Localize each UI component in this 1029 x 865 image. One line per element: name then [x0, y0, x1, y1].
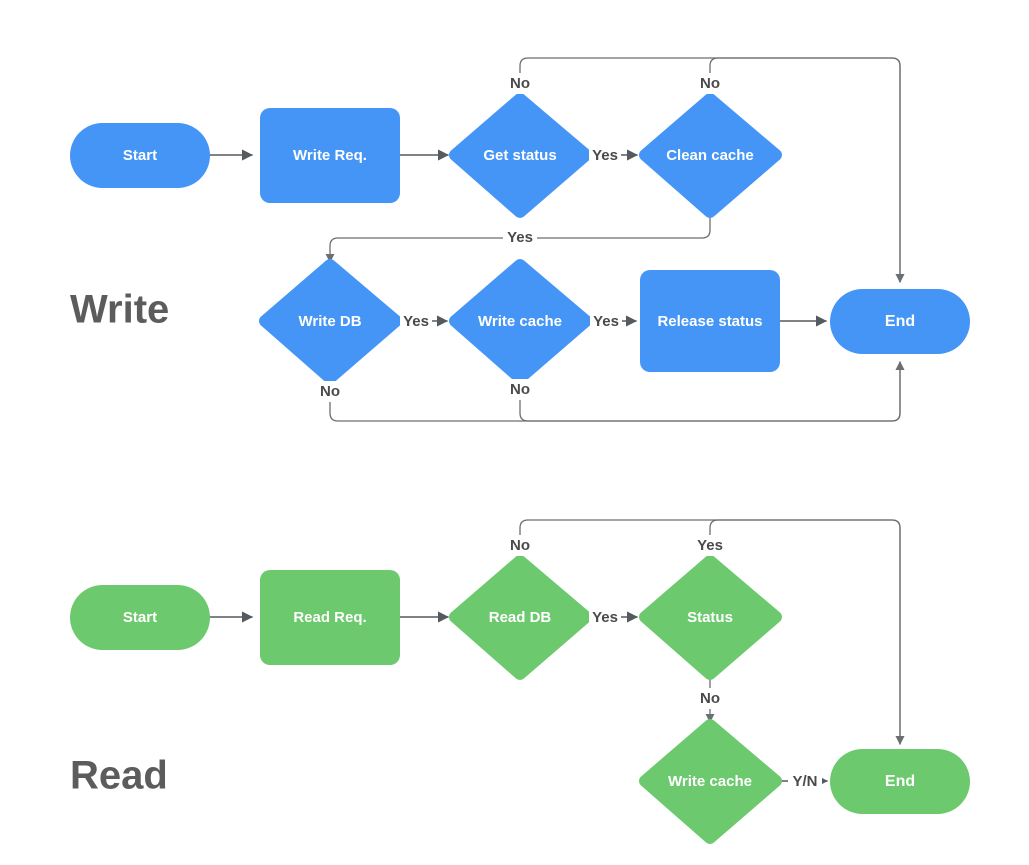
- node-read-db[interactable]: Read DB: [449, 555, 592, 680]
- node-write-db-label: Write DB: [298, 313, 361, 330]
- svg-text:No: No: [510, 75, 530, 92]
- svg-text:Y/N: Y/N: [792, 773, 817, 790]
- svg-text:Yes: Yes: [592, 609, 618, 626]
- edge-label-read-write-cache-yn: Y/N: [788, 771, 822, 792]
- node-write-start-label: Start: [123, 147, 157, 164]
- node-read-req[interactable]: Read Req.: [260, 570, 400, 665]
- edge-label-write-cache-no: No: [503, 379, 537, 400]
- edge-label-read-status-no: No: [693, 688, 727, 709]
- read-flow-group: Start Read Req. Read DB Status Write cac…: [70, 519, 970, 844]
- write-flow-group: Start Write Req. Get status Clean cache …: [70, 57, 970, 422]
- node-read-db-label: Read DB: [489, 609, 552, 626]
- node-write-end-label: End: [885, 313, 915, 330]
- edge-label-read-db-yes: Yes: [589, 607, 621, 628]
- edge-label-write-get-status-yes: Yes: [589, 145, 621, 166]
- read-section-title: Read: [70, 754, 168, 798]
- node-read-write-cache[interactable]: Write cache: [639, 719, 782, 844]
- node-read-start[interactable]: Start: [70, 585, 210, 650]
- edge-label-read-db-no: No: [502, 535, 538, 556]
- edge-write-clean-cache-no-to-end: [709, 57, 905, 283]
- node-write-get-status-label: Get status: [483, 147, 556, 164]
- svg-text:No: No: [320, 383, 340, 400]
- svg-text:Yes: Yes: [697, 537, 723, 554]
- edge-label-read-status-yes: Yes: [692, 535, 728, 556]
- svg-text:Yes: Yes: [507, 229, 533, 246]
- node-write-cache[interactable]: Write cache: [449, 259, 592, 384]
- node-write-cache-label: Write cache: [478, 313, 562, 330]
- svg-text:Yes: Yes: [593, 313, 619, 330]
- node-write-db[interactable]: Write DB: [259, 259, 402, 384]
- node-write-release-status[interactable]: Release status: [640, 270, 780, 372]
- node-write-get-status[interactable]: Get status: [449, 93, 592, 218]
- node-write-release-status-label: Release status: [657, 313, 762, 330]
- edge-write-db-no-to-end: [329, 361, 905, 422]
- svg-text:Yes: Yes: [403, 313, 429, 330]
- svg-text:No: No: [510, 381, 530, 398]
- node-read-req-label: Read Req.: [293, 609, 366, 626]
- edge-label-write-clean-cache-no: No: [692, 73, 728, 94]
- edge-label-write-db-yes: Yes: [400, 311, 432, 332]
- node-read-status[interactable]: Status: [639, 555, 782, 680]
- svg-text:No: No: [700, 690, 720, 707]
- node-read-status-label: Status: [687, 609, 733, 626]
- edge-label-write-get-status-no: No: [502, 73, 538, 94]
- node-write-end[interactable]: End: [830, 289, 970, 354]
- svg-text:No: No: [700, 75, 720, 92]
- edge-label-write-db-no: No: [313, 381, 347, 402]
- node-read-end[interactable]: End: [830, 749, 970, 814]
- node-read-start-label: Start: [123, 609, 157, 626]
- svg-text:No: No: [510, 537, 530, 554]
- edge-read-status-yes-to-end: [709, 519, 905, 745]
- node-write-clean-cache[interactable]: Clean cache: [639, 93, 782, 218]
- node-read-write-cache-label: Write cache: [668, 773, 752, 790]
- edge-write-cache-no-to-end: [519, 361, 905, 422]
- svg-text:Yes: Yes: [592, 147, 618, 164]
- edge-label-write-clean-cache-yes: Yes: [503, 227, 537, 248]
- node-write-req-label: Write Req.: [293, 147, 367, 164]
- write-section-title: Write: [70, 288, 169, 332]
- node-write-start[interactable]: Start: [70, 123, 210, 188]
- edge-label-write-cache-yes: Yes: [590, 311, 622, 332]
- node-write-clean-cache-label: Clean cache: [666, 147, 754, 164]
- node-write-req[interactable]: Write Req.: [260, 108, 400, 203]
- node-read-end-label: End: [885, 773, 915, 790]
